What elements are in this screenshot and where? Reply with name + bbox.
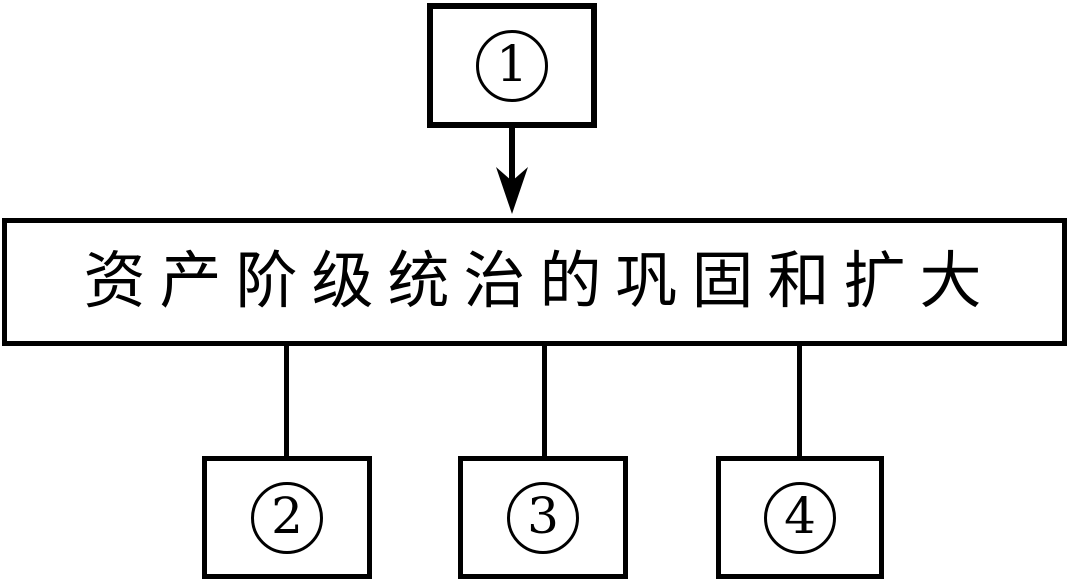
node-4-box: 4 (716, 456, 884, 579)
connector-line-3 (542, 346, 547, 456)
circled-number-2-icon: 2 (251, 481, 323, 554)
circled-number-1-icon: 1 (476, 29, 548, 102)
connector-line-2 (284, 346, 289, 456)
circled-number-3-icon: 3 (507, 481, 579, 554)
node-3-box: 3 (458, 456, 628, 579)
main-statement-box: 资产阶级统治的巩固和扩大 (2, 218, 1067, 346)
down-arrow-head-icon (496, 167, 528, 214)
circled-number-4-icon: 4 (764, 481, 836, 554)
main-statement-label: 资产阶级统治的巩固和扩大 (83, 248, 996, 316)
connector-line-4 (797, 346, 802, 456)
node-1-box: 1 (427, 3, 597, 128)
down-arrow-shaft (509, 127, 515, 185)
node-2-box: 2 (202, 456, 372, 579)
